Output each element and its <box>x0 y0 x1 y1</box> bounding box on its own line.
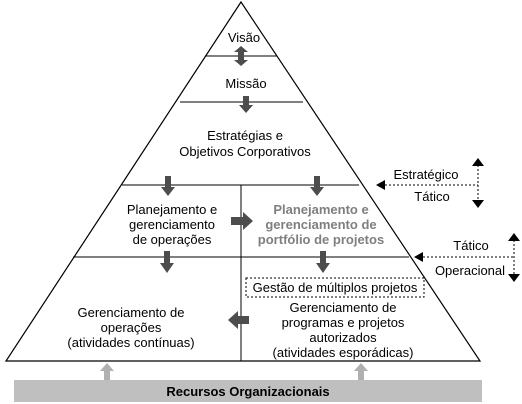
planejamento-operacoes-line-3: de operações <box>133 232 212 247</box>
arrow-down-icon <box>472 200 484 208</box>
gerenciamento-programas-line-3: autorizados <box>309 330 377 345</box>
base-arrow-up-icon <box>100 363 114 380</box>
arrow-up-icon <box>472 158 484 166</box>
gerenciamento-operacoes-line-2: operações <box>101 320 162 335</box>
recursos-bar <box>14 380 482 402</box>
estrategias-line-1: Estratégias e <box>207 128 283 143</box>
arrow-down-icon <box>508 274 520 282</box>
arrow-down-icon <box>316 251 330 273</box>
arrow-down-icon <box>161 176 175 196</box>
arrow-down-icon <box>239 96 253 113</box>
base-arrow-up-icon <box>354 363 368 380</box>
planejamento-operacoes-line-2: gerenciamento <box>129 217 215 232</box>
gerenciamento-operacoes-line-1: Gerenciamento de <box>78 305 185 320</box>
visao-label: Visão <box>228 30 260 45</box>
missao-label: Missão <box>225 76 266 91</box>
gestao-multiplos-box <box>245 277 425 298</box>
boundary-arrow-left-icon <box>414 252 423 262</box>
planejamento-operacoes-line-1: Planejamento e <box>127 202 217 217</box>
level-tatico-lower: Tático <box>453 238 488 253</box>
recursos-label: Recursos Organizacionais <box>166 384 329 399</box>
gerenciamento-programas-line-4: (atividades esporádicas) <box>273 345 414 360</box>
boundary-arrow-left-icon <box>376 180 385 190</box>
level-estrategico: Estratégico <box>393 167 458 182</box>
arrow-left-icon <box>228 311 249 329</box>
gerenciamento-programas-line-2: programas e projetos <box>282 315 405 330</box>
arrow-right-icon <box>231 212 253 230</box>
arrow-up-icon <box>508 233 520 241</box>
gerenciamento-programas-line-1: Gerenciamento de <box>290 300 397 315</box>
estrategias-line-2: Objetivos Corporativos <box>179 144 311 159</box>
planejamento-portfolio-line-3: portfólio de projetos <box>258 232 384 247</box>
level-operacional: Operacional <box>435 263 505 278</box>
double-arrow-icon <box>234 46 248 66</box>
planejamento-portfolio-line-1: Planejamento e <box>273 202 368 217</box>
arrow-down-icon <box>310 176 324 196</box>
pyramid-outline <box>4 0 482 362</box>
arrow-down-icon <box>160 251 174 273</box>
planejamento-portfolio-line-2: gerenciamento de <box>265 217 376 232</box>
gestao-multiplos-label: Gestão de múltiplos projetos <box>253 280 418 295</box>
gerenciamento-operacoes-line-3: (atividades contínuas) <box>67 335 194 350</box>
level-tatico-upper: Tático <box>414 189 449 204</box>
